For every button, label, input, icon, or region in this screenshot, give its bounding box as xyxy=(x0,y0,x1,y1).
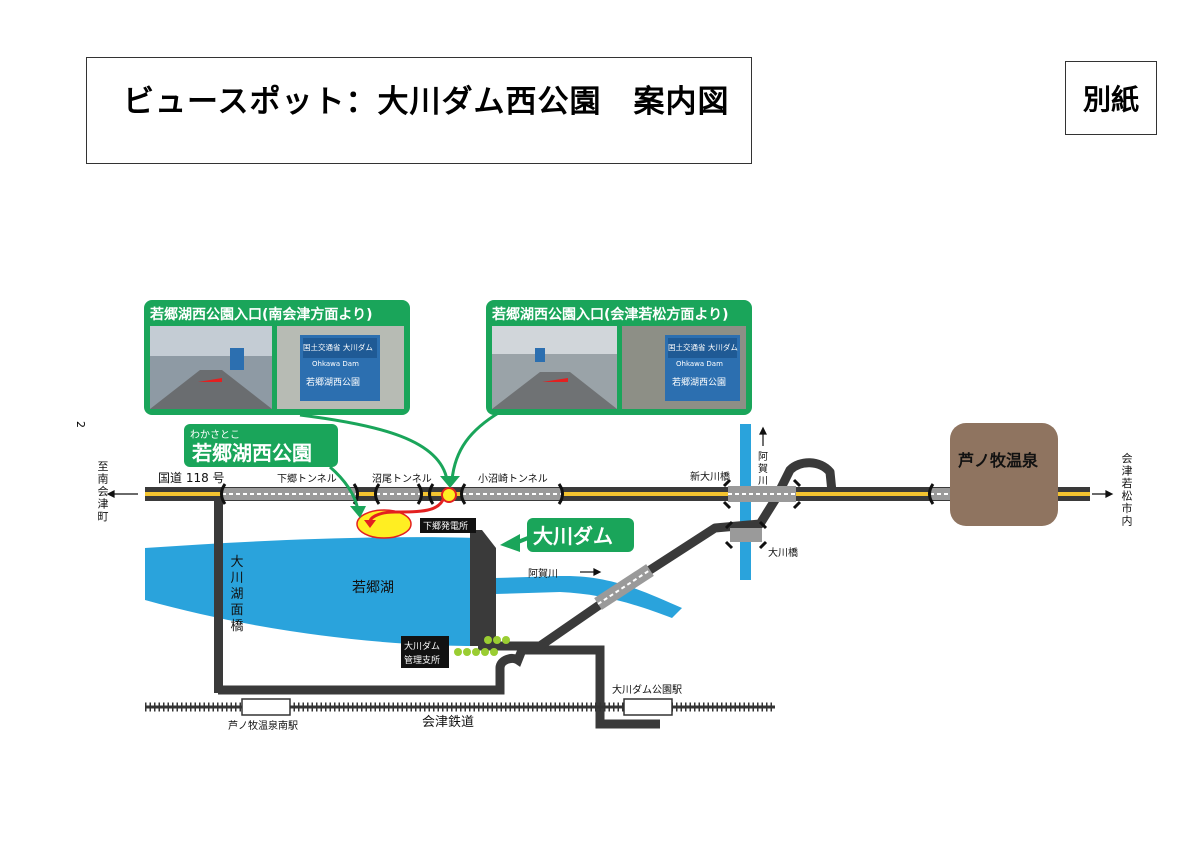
dam-office-dots xyxy=(454,636,510,656)
label-tunnel-1: 下郷トンネル xyxy=(277,473,337,485)
svg-text:会津若松市内: 会津若松市内 xyxy=(1122,452,1133,528)
label-route-118: 国道 118 号 xyxy=(158,471,225,485)
label-park-name: 若郷湖西公園 xyxy=(191,441,312,465)
callout-pointer-north xyxy=(450,410,501,481)
label-east-destination: 会津若松市内 xyxy=(1122,452,1133,528)
label-park-reading: わかさとこ xyxy=(190,429,240,441)
svg-text:至南会津町: 至南会津町 xyxy=(98,460,109,523)
lake-shape xyxy=(145,537,478,646)
photo-sign-park: 若郷湖西公園 xyxy=(306,376,360,388)
station-okawa-dam-koen xyxy=(623,698,673,716)
photo-south-2 xyxy=(277,326,404,409)
photo-sign-romaji: Ohkawa Dam xyxy=(312,360,359,368)
label-onsen: 芦ノ牧温泉 xyxy=(958,451,1039,470)
photo-south-1 xyxy=(150,326,272,409)
callout-park-name xyxy=(184,424,338,467)
svg-text:大川湖面橋: 大川湖面橋 xyxy=(230,555,243,634)
label-tunnel-3: 小沼崎トンネル xyxy=(478,472,548,485)
river-aga xyxy=(495,575,682,618)
label-dam-office-line1: 大川ダム xyxy=(404,640,440,652)
pointer-arrowhead xyxy=(440,476,460,488)
callout-dam-name xyxy=(527,518,634,552)
label-station-2: 大川ダム公園駅 xyxy=(612,683,682,696)
park-route-line xyxy=(368,496,446,525)
dam-office-badge xyxy=(401,636,449,668)
label-south-entrance: 若郷湖西公園入口(南会津方面より) xyxy=(149,306,373,323)
dam-pointer-line xyxy=(517,536,529,544)
photo-sign-park-2: 若郷湖西公園 xyxy=(672,376,726,388)
label-station-1: 芦ノ牧温泉南駅 xyxy=(228,719,298,732)
station-ashinomaki-minami xyxy=(241,698,291,716)
photo-north-1 xyxy=(492,326,617,409)
road-dam-access xyxy=(478,458,837,651)
label-lake: 若郷湖 xyxy=(352,580,394,596)
callout-pointer-south xyxy=(299,413,449,481)
road-lake-bridge xyxy=(214,493,223,693)
svg-text:阿賀川: 阿賀川 xyxy=(758,451,768,487)
road-lower xyxy=(218,645,660,729)
title-box: ビュースポット：大川ダム西公園 案内図 xyxy=(86,57,752,164)
label-railway: 会津鉄道 xyxy=(422,715,474,730)
bridge-new-okawa xyxy=(722,478,802,510)
photo-sign-small-2: 国土交通省 大川ダム xyxy=(668,342,738,352)
label-west-destination: 至南会津町 xyxy=(98,460,109,523)
label-lake-bridge-vertical: 大川湖面橋 xyxy=(230,555,243,634)
park-marker xyxy=(356,509,412,539)
road-route-118-center xyxy=(145,492,1090,496)
dam-wall xyxy=(470,530,496,646)
label-okawa-bridge: 大川橋 xyxy=(768,546,798,559)
onsen-area xyxy=(950,423,1058,526)
label-new-okawa-bridge: 新大川橋 xyxy=(690,470,730,483)
page-title: ビュースポット：大川ダム西公園 案内図 xyxy=(123,84,730,120)
label-tunnel-2: 沼尾トンネル xyxy=(372,472,432,485)
label-river-aga-2: 阿賀川 xyxy=(758,451,768,487)
label-north-entrance: 若郷湖西公園入口(会津若松方面より) xyxy=(491,306,729,323)
photo-sign-romaji-2: Ohkawa Dam xyxy=(676,360,723,368)
label-dam-office-line2: 管理支所 xyxy=(404,654,440,666)
photo-sign-small: 国土交通省 大川ダム xyxy=(303,342,373,352)
label-river-aga-1: 阿賀川 xyxy=(528,568,558,580)
dam-pointer-arrowhead xyxy=(500,534,520,552)
bridge-diagonal xyxy=(594,564,654,610)
label-dam-name: 大川ダム xyxy=(533,524,613,548)
bridge-okawa xyxy=(724,520,768,550)
power-station-badge xyxy=(420,518,476,533)
attachment-badge: 別紙 xyxy=(1065,61,1157,135)
direction-arrows xyxy=(106,426,1114,576)
park-pointer-arrowhead xyxy=(350,506,366,518)
label-power-station: 下郷発電所 xyxy=(423,520,468,532)
park-route-arrowhead xyxy=(364,520,376,528)
photo-north-2 xyxy=(622,326,746,409)
entrance-marker xyxy=(441,487,457,503)
